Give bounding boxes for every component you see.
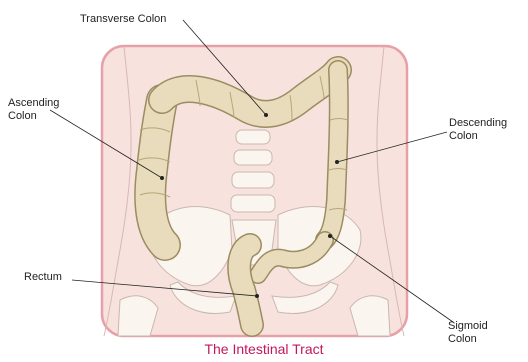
label-transverse-colon: Transverse Colon	[80, 13, 166, 26]
label-ascending-colon-line2: Colon	[8, 110, 59, 123]
label-descending-colon-line1: Descending	[449, 117, 507, 130]
label-descending-colon-line2: Colon	[449, 130, 507, 143]
label-ascending-colon: Ascending Colon	[8, 97, 59, 123]
label-sigmoid-colon-line1: Sigmoid	[448, 320, 488, 333]
label-ascending-colon-line1: Ascending	[8, 97, 59, 110]
diagram-caption: The Intestinal Tract	[0, 341, 528, 357]
label-descending-colon: Descending Colon	[449, 117, 507, 143]
label-rectum: Rectum	[24, 271, 62, 284]
